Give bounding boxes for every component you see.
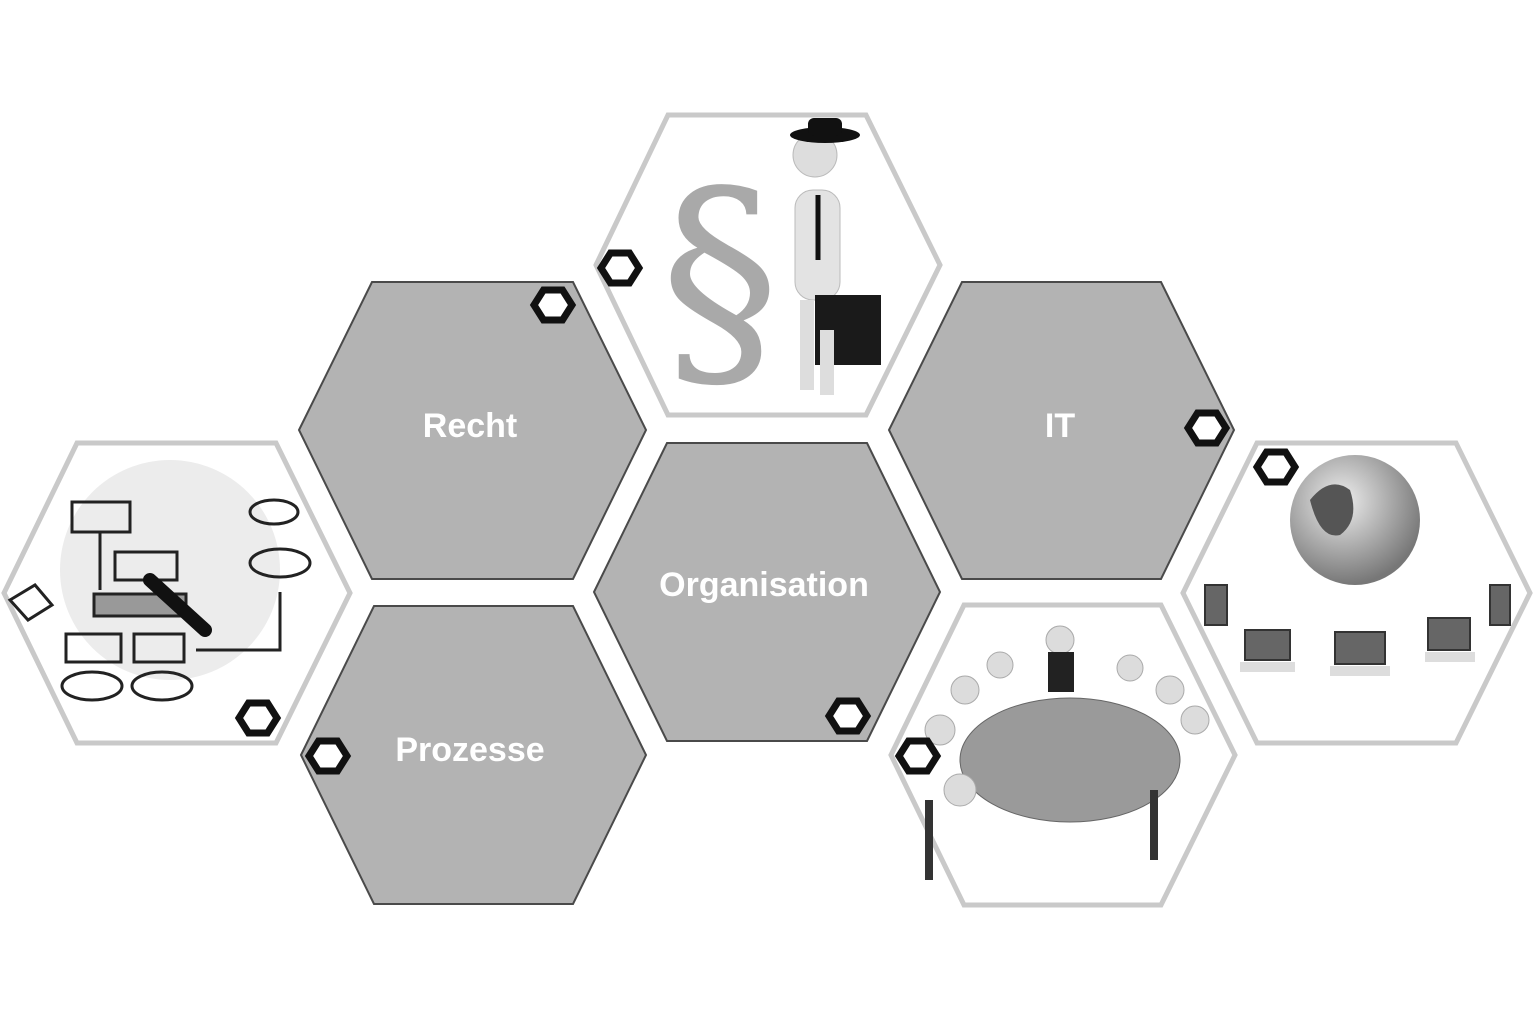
meeting-image-tile	[888, 602, 1238, 908]
small-hexagon-icon	[1183, 409, 1231, 447]
paragraph-sign-icon: §	[660, 139, 780, 419]
law-image-tile: §	[593, 112, 943, 419]
tile-prozesse[interactable]: Prozesse	[299, 605, 648, 905]
laptop-icons	[1204, 584, 1511, 665]
small-hexagon-icon	[304, 737, 352, 775]
tile-it[interactable]: IT	[887, 281, 1236, 580]
tile-recht[interactable]: Recht	[297, 281, 648, 580]
small-hexagon-icon	[234, 699, 282, 737]
tile-label-organisation: Organisation	[659, 566, 869, 604]
tile-organisation[interactable]: Organisation	[592, 442, 942, 742]
tile-label-prozesse: Prozesse	[395, 731, 544, 769]
process-image-tile	[1, 440, 353, 746]
tile-label-it: IT	[1045, 407, 1075, 445]
small-hexagon-icon	[824, 697, 872, 735]
small-hexagon-icon	[1252, 448, 1300, 486]
small-hexagon-icon	[894, 737, 942, 775]
small-hexagon-icon	[596, 249, 644, 287]
tile-label-recht: Recht	[423, 407, 517, 445]
small-hexagon-icon	[529, 286, 577, 324]
globe-network-image-tile	[1180, 440, 1533, 746]
